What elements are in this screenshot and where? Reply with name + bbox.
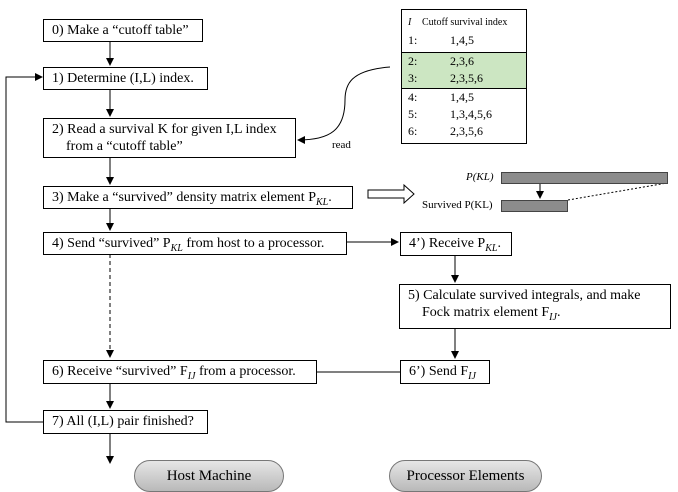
table-row: 3: 2,3,5,6 <box>402 70 526 87</box>
step-6-end: from a processor. <box>195 364 296 379</box>
step-5-line2: Fock matrix element F <box>422 305 550 320</box>
survived-p-kl-label: Survived P(KL) <box>422 199 493 211</box>
survived-p-kl-bar <box>501 200 568 212</box>
hollow-arrow <box>367 183 415 205</box>
step-4-box: 4) Send “survived” PKL from host to a pr… <box>43 232 347 255</box>
step-1-box: 1) Determine (I,L) index. <box>43 67 208 90</box>
step-2-line2: from a “cutoff table” <box>66 139 183 154</box>
step-6-subscript: IJ <box>187 370 196 382</box>
p-kl-label: P(KL) <box>466 171 494 183</box>
table-row-i: 4: <box>408 90 418 104</box>
table-header-i: I <box>408 17 412 28</box>
step-0-box: 0) Make a “cutoff table” <box>43 19 203 42</box>
step-6p-subscript: IJ <box>468 370 476 382</box>
step-3-label: 3) Make a “survived” density matrix elem… <box>52 190 316 205</box>
step-2-box: 2) Read a survival K for given I,L index… <box>43 118 296 158</box>
step-4p-subscript: KL <box>485 242 498 254</box>
step-5-subscript: IJ <box>549 311 557 323</box>
table-row: 5: 1,3,4,5,6 <box>402 106 526 123</box>
step-4-label: 4) Send “survived” P <box>52 236 171 251</box>
table-row-values: 2,3,6 <box>450 54 474 68</box>
step-6p-box: 6’) Send FIJ <box>400 360 490 384</box>
step-6-box: 6) Receive “survived” FIJ from a process… <box>43 360 317 384</box>
step-3-subscript: KL <box>315 196 329 208</box>
table-row-i: 6: <box>408 124 418 138</box>
table-rule <box>402 88 526 89</box>
host-machine-pill: Host Machine <box>134 460 284 492</box>
table-highlight <box>402 52 526 89</box>
step-5-line2-wrap: Fock matrix element FIJ. <box>408 304 662 326</box>
step-6-label: 6) Receive “survived” F <box>52 364 188 379</box>
table-row: 4: 1,4,5 <box>402 89 526 106</box>
step-3-box: 3) Make a “survived” density matrix elem… <box>43 186 353 209</box>
table-row: 2: 2,3,6 <box>402 53 526 70</box>
table-row-i: 1: <box>408 33 418 47</box>
step-4-subscript: KL <box>170 242 183 254</box>
table-row-i: 2: <box>408 54 418 68</box>
step-7-label: 7) All (I,L) pair finished? <box>52 414 194 429</box>
step-3-end: . <box>328 190 332 205</box>
table-row: 6: 2,3,5,6 <box>402 123 526 140</box>
step-1-label: 1) Determine (I,L) index. <box>52 71 194 86</box>
step-4p-end: . <box>497 236 501 251</box>
read-curve-arrow <box>297 66 391 144</box>
step-5-line1: 5) Calculate survived integrals, and mak… <box>408 288 641 303</box>
table-row-values: 2,3,5,6 <box>450 124 483 138</box>
step-4p-box: 4’) Receive PKL. <box>400 232 512 256</box>
table-row-values: 2,3,5,6 <box>450 71 483 85</box>
read-label: read <box>332 139 351 151</box>
step-2-line1: 2) Read a survival K for given I,L index <box>52 122 277 137</box>
table-row-values: 1,3,4,5,6 <box>450 107 492 121</box>
loop-back-arrow <box>5 73 43 423</box>
step-6p-label: 6’) Send F <box>409 364 469 379</box>
step-7-box: 7) All (I,L) pair finished? <box>43 410 208 434</box>
p-kl-bar <box>501 172 668 184</box>
cutoff-table: I Cutoff survival index 1: 1,4,5 2: 2,3,… <box>401 9 527 144</box>
step-0-label: 0) Make a “cutoff table” <box>52 23 189 38</box>
table-row-i: 3: <box>408 71 418 85</box>
table-row-i: 5: <box>408 107 418 121</box>
table-row-values: 1,4,5 <box>450 33 474 47</box>
table-header-row: I Cutoff survival index <box>402 14 526 31</box>
step-4p-label: 4’) Receive P <box>409 236 486 251</box>
processor-elements-pill: Processor Elements <box>389 460 542 492</box>
step-5-end: . <box>556 305 561 320</box>
step-5-box: 5) Calculate survived integrals, and mak… <box>399 284 671 329</box>
step-4-end: from host to a processor. <box>182 236 325 251</box>
table-row-values: 1,4,5 <box>450 90 474 104</box>
dotted-guide <box>567 182 668 201</box>
table-header-index: Cutoff survival index <box>422 17 508 28</box>
table-rule <box>402 52 526 53</box>
table-row: 1: 1,4,5 <box>402 32 526 49</box>
